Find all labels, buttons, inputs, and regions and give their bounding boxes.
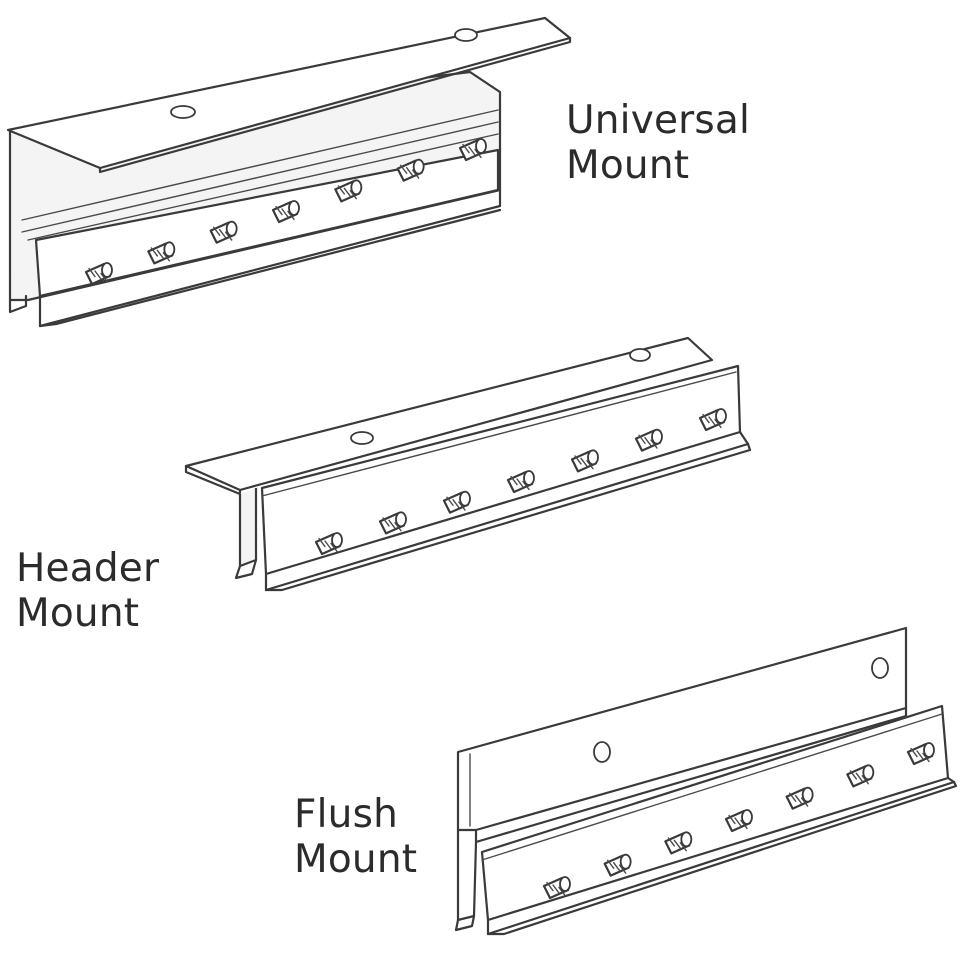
universal-mount-label: Universal Mount	[566, 98, 750, 188]
header-mount-hole	[350, 431, 374, 445]
flush-back-plate	[456, 626, 908, 832]
header-mount-label-line1: Header	[16, 546, 160, 591]
flush-stud	[603, 853, 632, 877]
flush-studs	[542, 742, 935, 900]
header-mount-label-line2: Mount	[16, 591, 140, 636]
universal-mount-hole	[170, 105, 196, 119]
universal-stud	[84, 262, 113, 286]
flush-stud	[724, 809, 753, 833]
universal-mount-label-line2: Mount	[566, 143, 690, 188]
header-stud	[506, 470, 535, 494]
universal-mount-bracket	[6, 16, 572, 328]
header-studs	[314, 408, 727, 556]
header-stud	[634, 428, 663, 452]
flush-mount-label: Flush Mount	[294, 792, 417, 882]
universal-stud	[396, 158, 425, 182]
header-stud	[570, 449, 599, 473]
header-top-plate	[184, 336, 714, 492]
header-mount-hole	[629, 348, 651, 362]
universal-stud	[271, 200, 300, 224]
flush-stud	[664, 831, 693, 855]
universal-mount-label-line1: Universal	[566, 98, 751, 143]
universal-studs	[84, 138, 487, 286]
universal-mount-hole	[454, 28, 478, 42]
flush-mount-label-line2: Mount	[294, 837, 418, 882]
header-stud	[314, 532, 343, 556]
flush-mount-label-line1: Flush	[294, 792, 399, 837]
flush-stud	[846, 764, 875, 788]
flush-mount-bracket	[454, 626, 958, 936]
header-stud	[378, 511, 407, 535]
header-mount-bracket	[184, 336, 752, 592]
header-stud	[442, 490, 471, 514]
flush-stud	[906, 742, 935, 766]
header-stud	[698, 408, 727, 432]
flush-stud	[785, 786, 814, 810]
universal-stud	[334, 179, 363, 203]
universal-stud	[458, 138, 487, 162]
flush-mount-hole	[871, 657, 889, 679]
header-mount-label: Header Mount	[16, 546, 159, 636]
universal-stud	[147, 241, 176, 265]
universal-stud	[209, 220, 238, 244]
flush-stud	[542, 876, 571, 900]
flush-mount-hole	[593, 741, 611, 763]
